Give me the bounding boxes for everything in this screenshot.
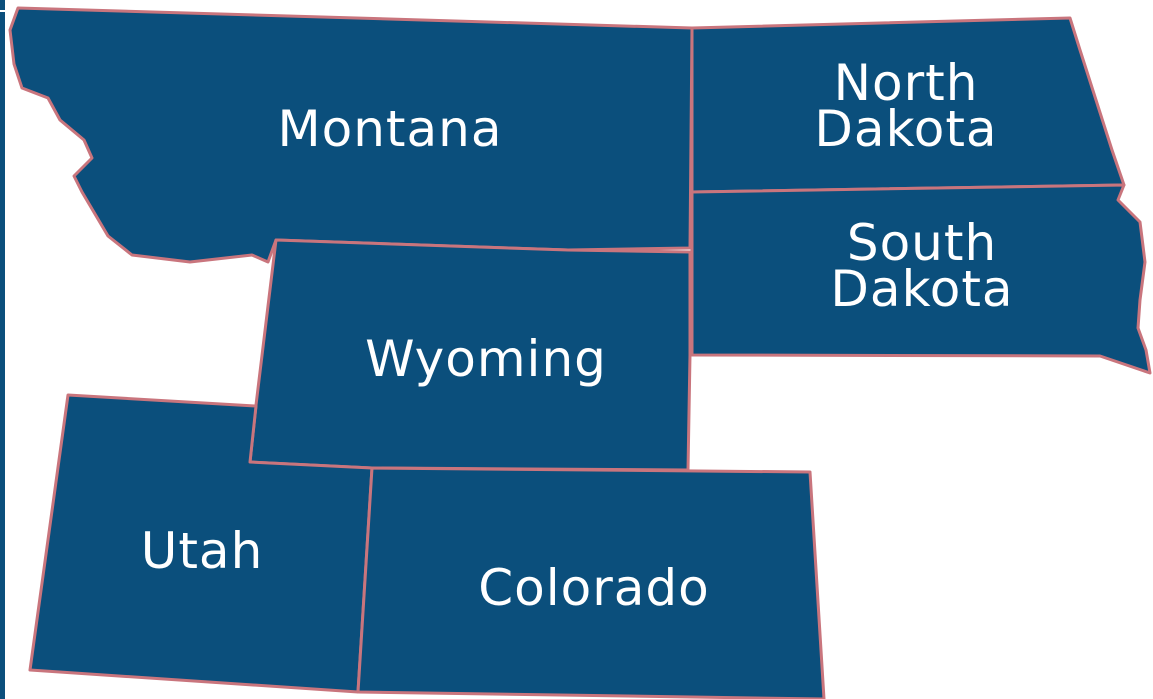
- label-colorado: Colorado: [478, 559, 710, 617]
- label-montana: Montana: [278, 100, 503, 158]
- label-north-dakota-line2: Dakota: [814, 100, 997, 158]
- label-utah: Utah: [141, 522, 264, 580]
- label-north-dakota-line1: North: [834, 54, 979, 112]
- state-south-dakota[interactable]: [690, 183, 1152, 375]
- label-south-dakota-line2: Dakota: [830, 260, 1013, 318]
- corner-mark: [0, 0, 5, 10]
- left-edge-bar: [0, 12, 5, 699]
- label-wyoming: Wyoming: [365, 330, 607, 388]
- state-colorado[interactable]: [356, 466, 826, 699]
- label-south-dakota-line1: South: [847, 214, 997, 272]
